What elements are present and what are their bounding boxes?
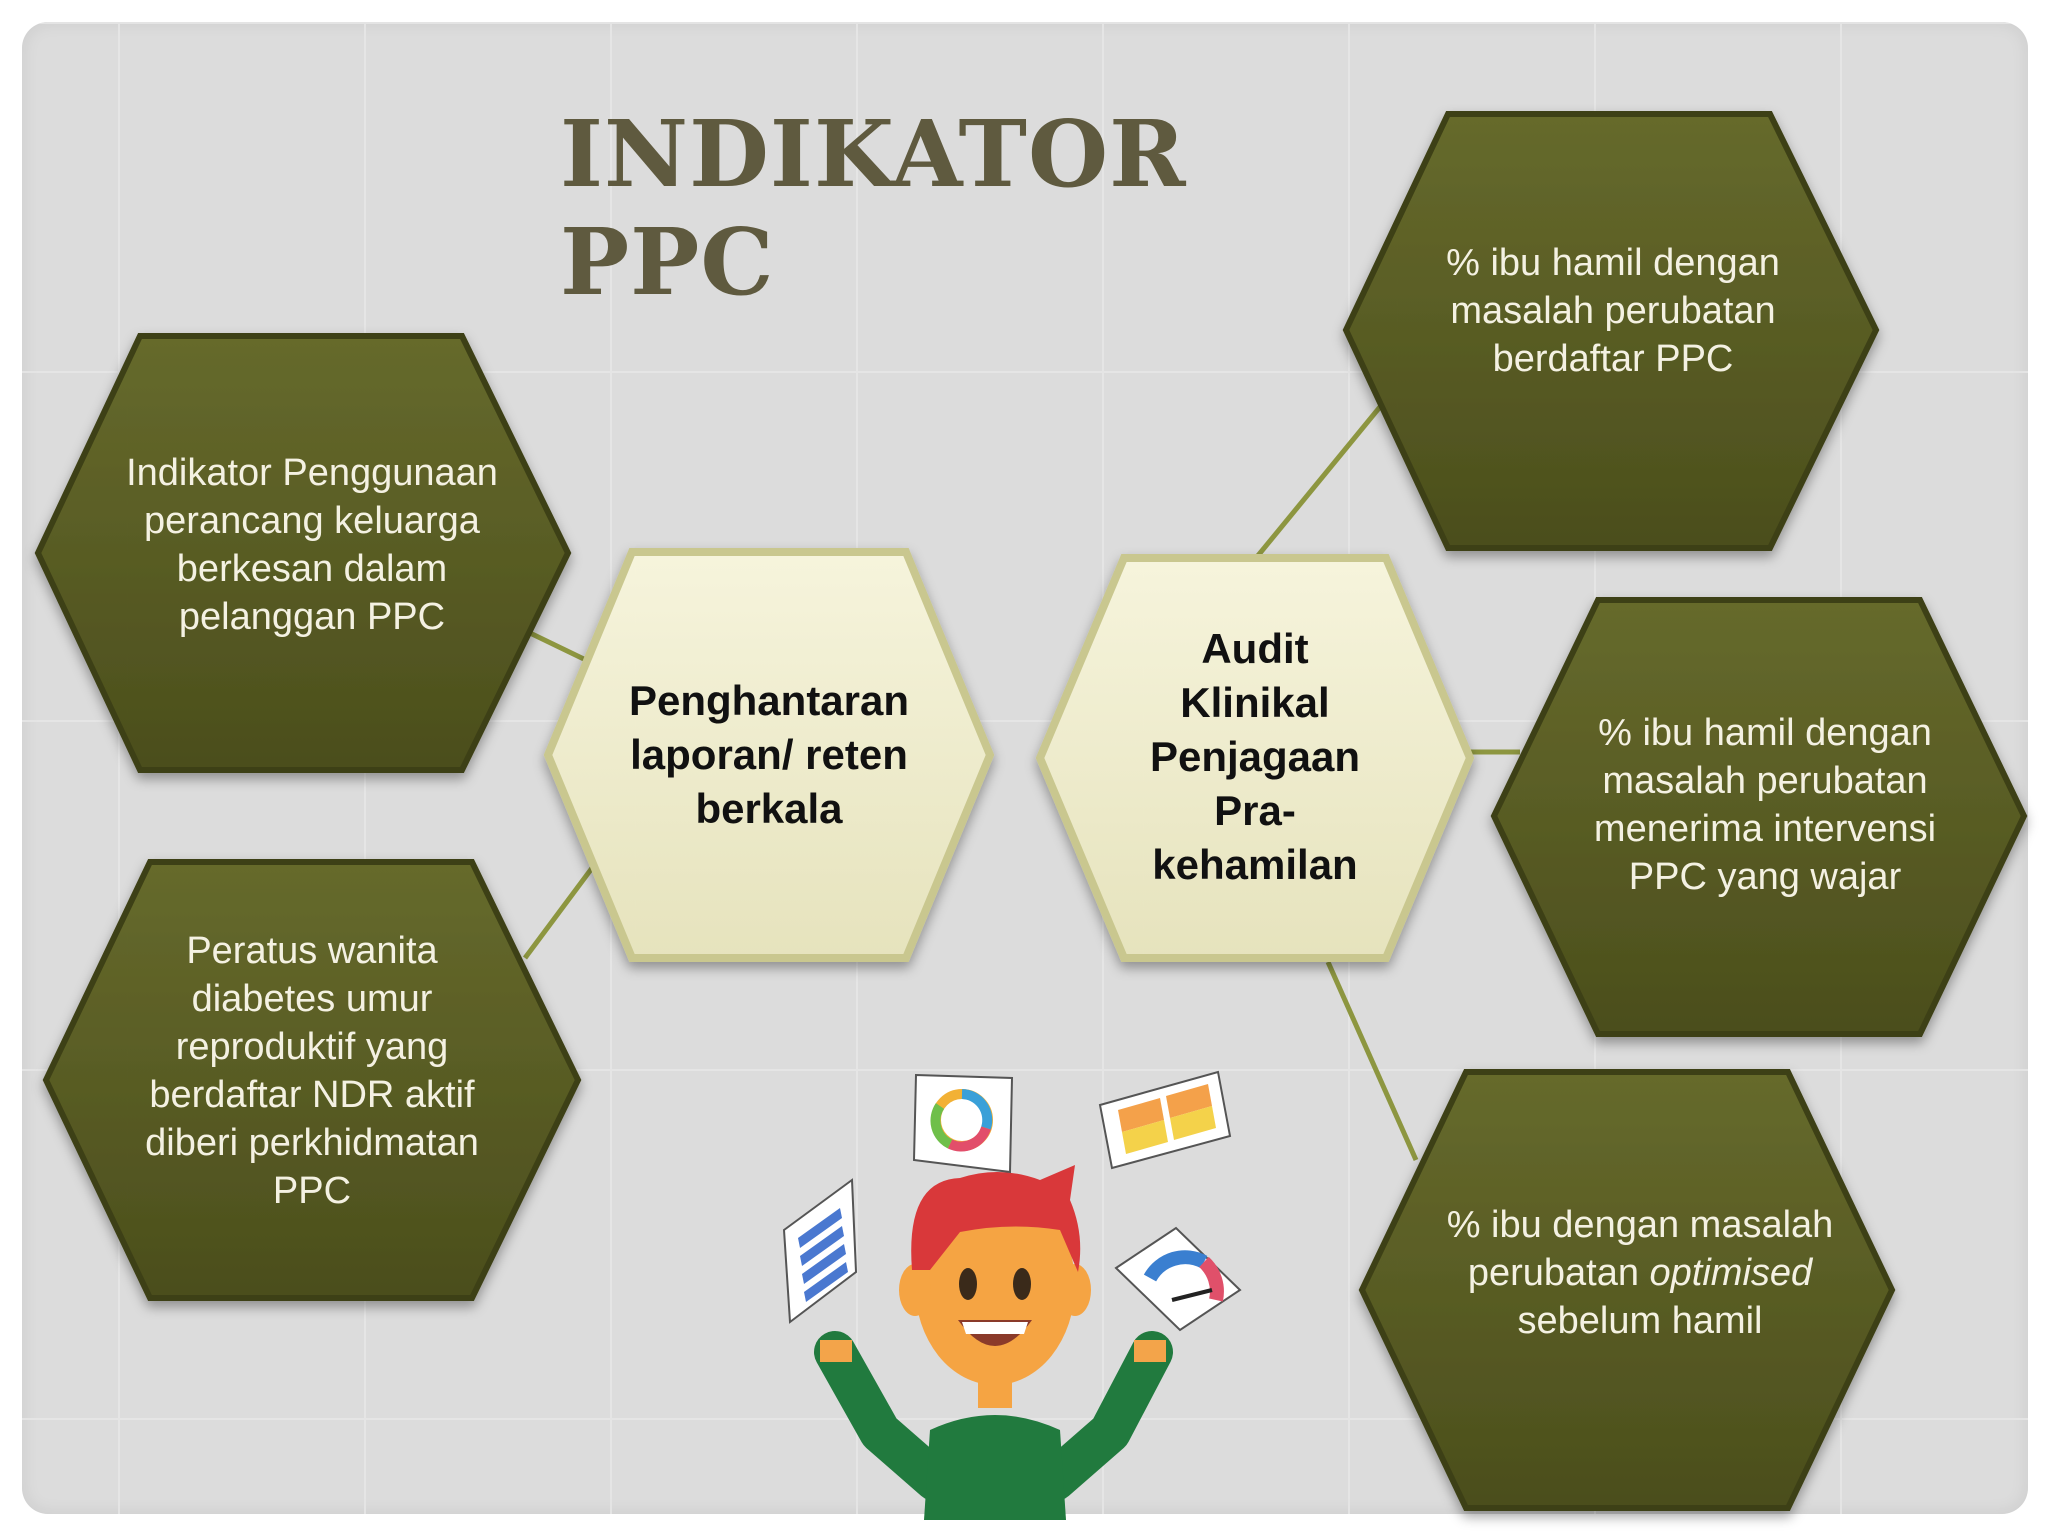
document-card [782, 1178, 858, 1324]
hex-right-middle-text: % ibu hamil dengan masalah perubatan men… [1593, 712, 1937, 898]
connector-right-bottom [1325, 960, 1419, 1162]
hex-center-left-text: Penghantaran laporan/ reten berkala [628, 677, 910, 832]
gauge-card [1114, 1226, 1242, 1332]
hex-right-bottom [1358, 1069, 1896, 1511]
connector-left-top [528, 630, 592, 665]
hex-center-left [543, 548, 995, 962]
hex-right-bottom-emphasis: optimised [1649, 1252, 1813, 1294]
connector-left-bottom [522, 858, 601, 960]
hex-center-right [1035, 554, 1475, 962]
slide-title: INDIKATOR PPC [560, 100, 1187, 316]
bar-chart-card [1098, 1070, 1232, 1170]
hex-right-bottom-suffix: sebelum hamil [1517, 1300, 1763, 1342]
hex-center-right-text: Audit Klinikal Penjagaan Pra-kehamilan [1149, 625, 1361, 888]
hex-right-middle [1490, 597, 2028, 1037]
connector-right-top [1254, 400, 1386, 560]
hex-right-top-text: % ibu hamil dengan masalah perubatan ber… [1446, 242, 1780, 380]
donut-chart-card [912, 1073, 1014, 1174]
hex-left-top [34, 333, 572, 773]
person-illustration [814, 1165, 1173, 1520]
hex-right-top [1342, 111, 1880, 551]
hex-left-bottom-text: Peratus wanita diabetes umur reproduktif… [145, 930, 479, 1212]
hex-left-bottom [42, 859, 582, 1301]
hex-right-bottom-prefix: % ibu dengan masalah perubatan [1446, 1204, 1834, 1294]
hex-left-top-text: Indikator Penggunaan perancang keluarga … [126, 452, 498, 638]
hex-right-bottom-text: % ibu dengan masalah perubatan optimised… [1420, 1188, 1860, 1358]
